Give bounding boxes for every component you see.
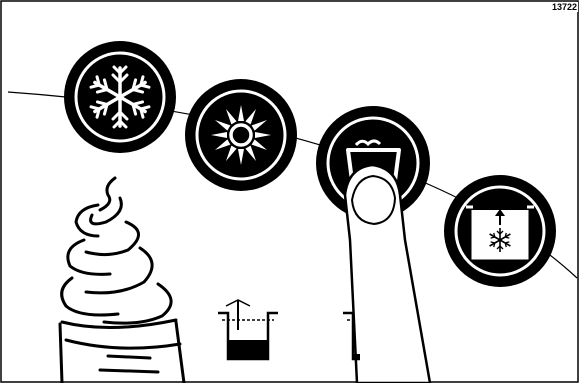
figure-code: 13722: [551, 2, 578, 12]
refill-freeze-button[interactable]: [444, 175, 556, 287]
freeze-button[interactable]: [64, 41, 176, 153]
standby-button[interactable]: [185, 79, 297, 191]
mix-refill-snowflake-icon: [466, 207, 534, 258]
